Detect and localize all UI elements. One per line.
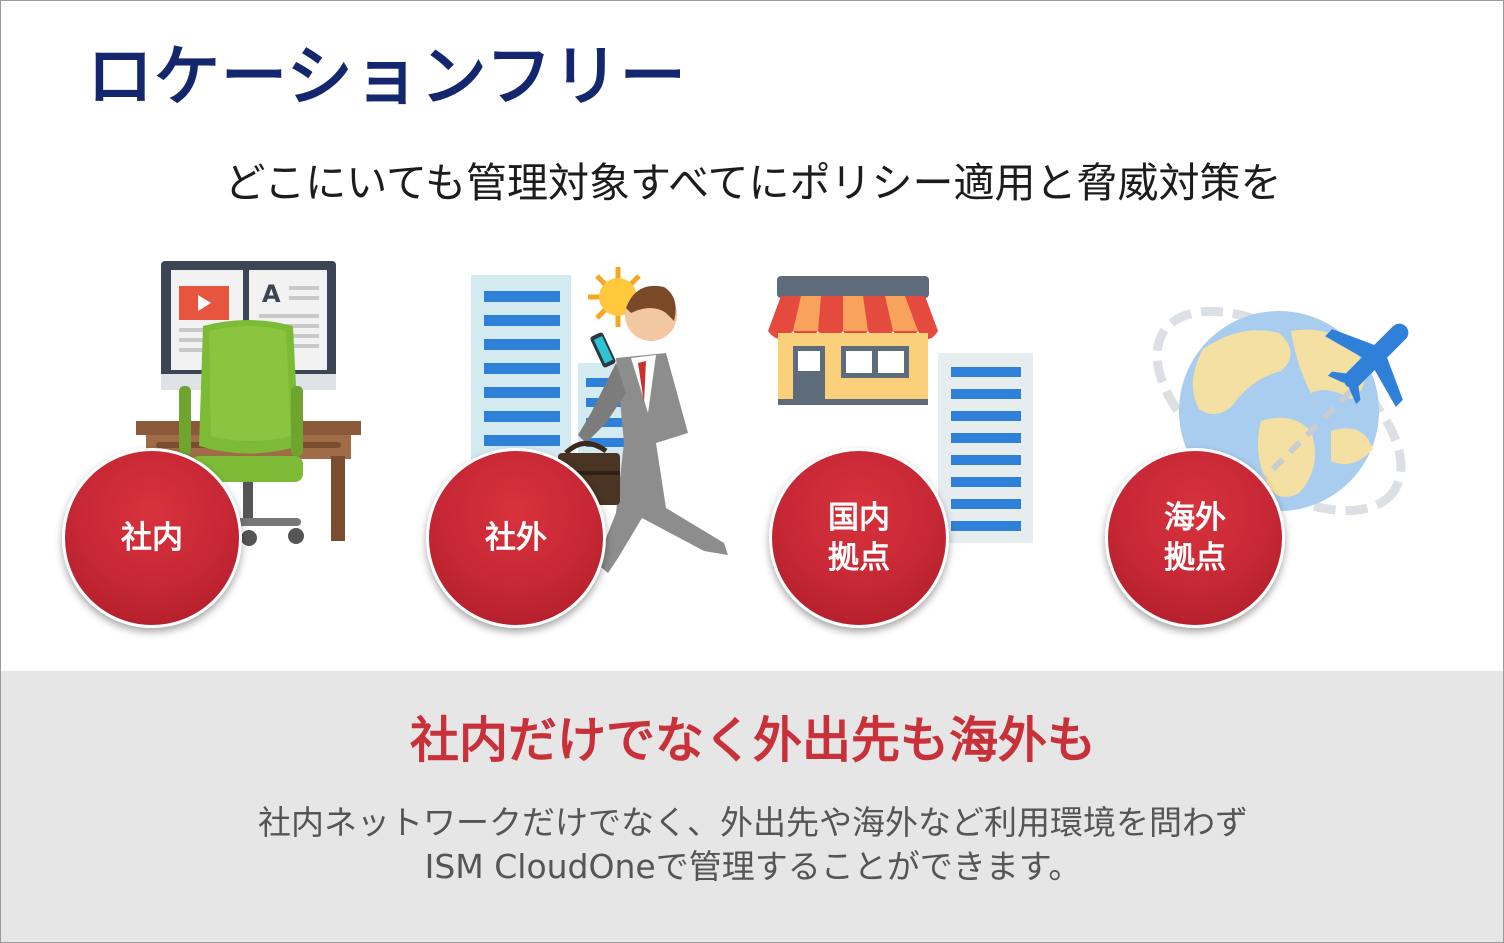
subtitle: どこにいても管理対象すべてにポリシー適用と脅威対策を <box>224 159 1282 207</box>
badge-outside: 社外 <box>426 448 606 628</box>
description-line1: 社内ネットワークだけでなく、外出先や海外など利用環境を問わず <box>258 803 1248 842</box>
badge-overseas-line1: 海外 <box>1164 499 1226 536</box>
store-building-icon <box>768 276 1033 543</box>
badge-domestic-line1: 国内 <box>828 499 890 536</box>
description: 社内ネットワークだけでなく、外出先や海外など利用環境を問わず ISM Cloud… <box>1 801 1503 889</box>
badge-office-label: 社内 <box>121 519 183 556</box>
badge-domestic: 国内 拠点 <box>769 448 949 628</box>
businessman-walking-icon <box>471 267 728 573</box>
office-desk-icon: A <box>136 261 361 546</box>
page-title: ロケーションフリー <box>87 38 687 115</box>
badge-outside-label: 社外 <box>485 519 547 556</box>
badge-overseas: 海外 拠点 <box>1105 448 1285 628</box>
summary-band <box>1 671 1503 942</box>
description-line2: ISM CloudOneで管理することができます。 <box>424 847 1082 886</box>
svg-text:A: A <box>262 280 281 308</box>
badge-overseas-line2: 拠点 <box>1164 540 1226 576</box>
badge-domestic-line2: 拠点 <box>828 540 890 576</box>
headline: 社内だけでなく外出先も海外も <box>409 712 1096 769</box>
badge-office: 社内 <box>62 448 242 628</box>
